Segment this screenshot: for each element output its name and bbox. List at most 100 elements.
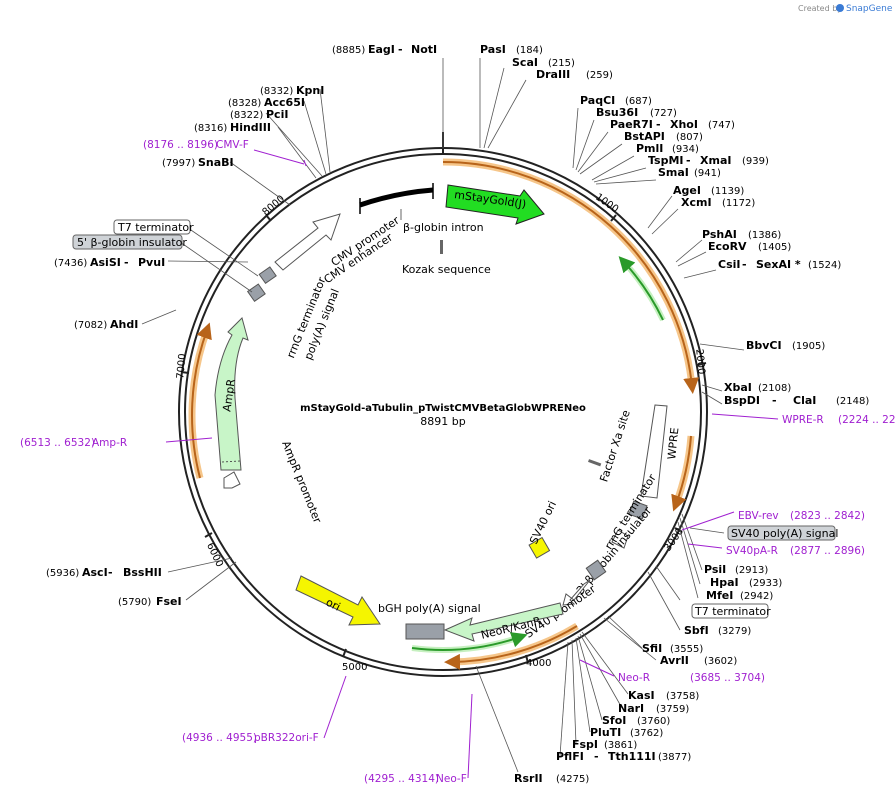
svg-text:KpnI: KpnI: [296, 84, 324, 97]
site-1386[interactable]: PshAI(1386): [702, 228, 781, 241]
svg-text:SbfI: SbfI: [684, 624, 709, 637]
site-8332[interactable]: (8332)KpnI: [260, 84, 324, 97]
orf-arc-4: [191, 322, 212, 479]
site-2942[interactable]: MfeI(2942): [706, 589, 773, 602]
sv40-polya-box[interactable]: SV40 poly(A) signal: [727, 525, 838, 541]
rrng-terminator-left-feature[interactable]: [246, 283, 266, 303]
site-3555[interactable]: SfiI(3555): [642, 642, 703, 655]
rrng-terminator-right-feature[interactable]: [585, 559, 607, 581]
svg-text:PaeR7I: PaeR7I: [610, 118, 653, 131]
svg-text:(2108): (2108): [758, 383, 791, 394]
site-1524[interactable]: CsiI - SexAI *(1524): [718, 258, 841, 271]
svg-text:SmaI: SmaI: [658, 166, 689, 179]
ampr-promoter-feature[interactable]: [223, 471, 241, 489]
primer-cmv-f[interactable]: (8176 .. 8196)CMV-F: [143, 139, 249, 151]
site-8885[interactable]: (8885)EagI - NotI: [332, 43, 437, 56]
cmv-promoter-enhancer-feature[interactable]: [274, 213, 341, 271]
site-2913[interactable]: PsiI(2913): [704, 563, 768, 576]
neor-kanr-feature[interactable]: [443, 602, 564, 642]
site-2108[interactable]: XbaI(2108): [724, 381, 791, 394]
site-747[interactable]: PaeR7I - XhoI(747): [610, 118, 735, 131]
site-727[interactable]: Bsu36I(727): [596, 106, 677, 119]
insulator-5-feature[interactable]: [258, 266, 277, 285]
primer-sv40pa-r[interactable]: SV40pA-R(2877 .. 2896): [726, 545, 865, 557]
mstaygold-feature[interactable]: [445, 184, 545, 225]
site-5936[interactable]: (5936)AscI - BssHII: [46, 566, 162, 579]
svg-text:AscI: AscI: [82, 566, 108, 579]
site-7997[interactable]: (7997)SnaBI: [162, 156, 234, 169]
bgh-polya-feature[interactable]: [405, 623, 445, 640]
boxed-leaders: [179, 227, 725, 601]
site-8322[interactable]: (8322)PciI: [230, 108, 288, 121]
site-3759[interactable]: NarI(3759): [618, 702, 689, 715]
site-8328[interactable]: (8328)Acc65I: [228, 96, 305, 109]
tick-7000: 7000: [175, 353, 188, 379]
tick-8000: 8000: [260, 193, 287, 218]
primer-wpre-r[interactable]: WPRE-R(2224 .. 2244): [782, 414, 895, 426]
orf-arc-1: [442, 160, 700, 394]
site-3760[interactable]: SfoI(3760): [602, 714, 670, 727]
site-8316[interactable]: (8316)HindIII: [194, 121, 271, 134]
site-7436[interactable]: (7436)AsiSI - PvuI: [54, 256, 165, 269]
created-by-label: Created by: [798, 4, 842, 13]
site-4275[interactable]: RsrII(4275): [514, 772, 589, 785]
orf-green-1-halo: [621, 259, 666, 322]
sv40-ori-feature[interactable]: [528, 536, 551, 559]
site-941[interactable]: SmaI(941): [658, 166, 721, 179]
t7-terminator-left-box[interactable]: T7 terminator: [113, 219, 194, 235]
svg-text:DraIII: DraIII: [536, 68, 570, 81]
svg-text:(3861): (3861): [604, 740, 637, 751]
kozak-feature[interactable]: [440, 240, 443, 254]
factor-xa-feature[interactable]: [588, 459, 602, 467]
svg-text:EBV-rev: EBV-rev: [738, 510, 779, 522]
beta-globin-intron-feature[interactable]: [359, 187, 434, 208]
site-3602[interactable]: AvrII(3602): [660, 654, 737, 667]
site-3279[interactable]: SbfI(3279): [684, 624, 751, 637]
svg-text:(2148): (2148): [836, 396, 869, 407]
insulator-3-feature[interactable]: [611, 529, 629, 549]
site-3758[interactable]: KasI(3758): [628, 689, 699, 702]
svg-text:(2877 .. 2896): (2877 .. 2896): [790, 545, 865, 557]
site-1139[interactable]: AgeI(1139): [673, 184, 744, 197]
ruler-ticks: [180, 214, 707, 664]
site-5790[interactable]: (5790)FseI: [118, 595, 182, 608]
site-2933[interactable]: HpaI(2933): [710, 576, 782, 589]
site-215[interactable]: ScaI(215): [512, 56, 575, 69]
svg-text:5' β-globin insulator: 5' β-globin insulator: [77, 236, 187, 249]
site-1172[interactable]: XcmI(1172): [681, 196, 755, 209]
primer-pbr322ori-f[interactable]: (4936 .. 4955)pBR322ori-F: [182, 732, 319, 744]
primer-neo-r[interactable]: Neo-R(3685 .. 3704): [618, 672, 765, 684]
svg-text:(8316): (8316): [194, 123, 227, 134]
primer-neo-f[interactable]: (4295 .. 4314)Neo-F: [364, 773, 467, 785]
primer-amp-r[interactable]: (6513 .. 6532)Amp-R: [20, 437, 127, 449]
t7-terminator-right-box[interactable]: T7 terminator: [691, 603, 771, 619]
svg-text:-: -: [124, 256, 129, 269]
site-2148[interactable]: BspDI - ClaI(2148): [724, 394, 869, 407]
svg-text:PmlI: PmlI: [636, 142, 663, 155]
ampr-feature[interactable]: [214, 317, 249, 471]
site-1905[interactable]: BbvCI(1905): [746, 339, 825, 352]
sv40-promoter-feature[interactable]: [562, 579, 591, 606]
t7-terminator-right-feature[interactable]: [628, 500, 648, 520]
site-687[interactable]: PaqCI(687): [580, 94, 652, 107]
svg-text:pBR322ori-F: pBR322ori-F: [254, 732, 319, 744]
tick-4000: 4000: [526, 658, 551, 669]
site-1405[interactable]: EcoRV(1405): [708, 240, 791, 253]
svg-text:PsiI: PsiI: [704, 563, 726, 576]
site-3877[interactable]: PflFI - Tth111I(3877): [556, 750, 691, 763]
svg-text:(3602): (3602): [704, 656, 737, 667]
site-259[interactable]: DraIII(259): [536, 68, 613, 81]
site-3861[interactable]: FspI(3861): [572, 738, 637, 751]
primer-ebv-rev[interactable]: EBV-rev(2823 .. 2842): [738, 510, 865, 522]
wpre-feature[interactable]: [640, 404, 668, 499]
site-184[interactable]: PasI(184): [480, 43, 543, 56]
site-3762[interactable]: PluTI(3762): [590, 726, 663, 739]
site-7082[interactable]: (7082)AhdI: [74, 318, 138, 331]
insulator-5-box[interactable]: 5' β-globin insulator: [72, 234, 187, 250]
ori-label: ori: [324, 596, 343, 614]
ampr-label: AmpR: [220, 378, 237, 413]
site-939[interactable]: TspMI - XmaI(939): [648, 154, 769, 167]
ori-feature[interactable]: [295, 575, 381, 626]
site-934[interactable]: PmlI(934): [636, 142, 699, 155]
site-807[interactable]: BstAPI(807): [624, 130, 703, 143]
